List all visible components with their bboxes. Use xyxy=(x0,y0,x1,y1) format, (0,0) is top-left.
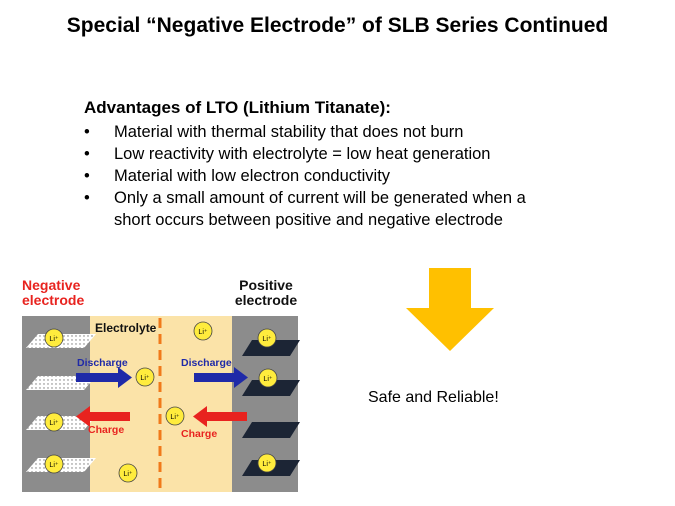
discharge-arrows: Discharge Discharge xyxy=(76,357,248,388)
slide-title: Special “Negative Electrode” of SLB Seri… xyxy=(66,14,609,37)
bullet-icon: • xyxy=(84,167,90,185)
advantage-item: •Only a small amount of current will be … xyxy=(84,189,526,229)
bullet-icon: • xyxy=(84,189,90,207)
li-ion-icon: Li⁺ xyxy=(257,453,277,473)
advantages-list: •Material with thermal stability that do… xyxy=(84,121,644,231)
electrolyte-label: Electrolyte xyxy=(95,321,157,335)
svg-text:Li⁺: Li⁺ xyxy=(263,376,272,383)
charge-label: Charge xyxy=(181,428,217,440)
charge-label: Charge xyxy=(88,424,124,436)
svg-text:Li⁺: Li⁺ xyxy=(198,329,207,336)
advantages-heading: Advantages of LTO (Lithium Titanate): xyxy=(84,98,391,117)
svg-text:Li⁺: Li⁺ xyxy=(49,420,58,427)
li-ion-icon: Li⁺ xyxy=(135,367,155,387)
li-ion-icon: Li⁺ xyxy=(193,321,213,341)
charge-arrows: Charge Charge xyxy=(76,406,247,440)
li-ion-icon: Li⁺ xyxy=(257,328,277,348)
svg-text:Li⁺: Li⁺ xyxy=(49,336,58,343)
advantage-item: •Low reactivity with electrolyte = low h… xyxy=(84,145,491,163)
bullet-icon: • xyxy=(84,123,90,141)
svg-text:Li⁺: Li⁺ xyxy=(262,336,271,343)
li-ion-icon: Li⁺ xyxy=(44,454,64,474)
svg-text:Li⁺: Li⁺ xyxy=(123,471,132,478)
advantages-section: Advantages of LTO (Lithium Titanate): •M… xyxy=(84,98,644,231)
down-arrow-icon xyxy=(406,268,494,351)
advantage-item: •Material with low electron conductivity xyxy=(84,167,391,185)
lithium-ions: Li⁺ Li⁺ Li⁺ Li⁺ Li⁺ Li⁺ Li⁺ Li⁺ Li⁺ Li⁺ xyxy=(44,321,278,483)
svg-text:Li⁺: Li⁺ xyxy=(170,414,179,421)
discharge-label: Discharge xyxy=(77,357,128,369)
li-ion-icon: Li⁺ xyxy=(258,368,278,388)
li-ion-icon: Li⁺ xyxy=(118,463,138,483)
li-ion-icon: Li⁺ xyxy=(44,328,64,348)
svg-text:Li⁺: Li⁺ xyxy=(262,461,271,468)
bullet-icon: • xyxy=(84,145,90,163)
discharge-label: Discharge xyxy=(181,357,232,369)
advantage-item: •Material with thermal stability that do… xyxy=(84,123,464,141)
svg-text:Li⁺: Li⁺ xyxy=(140,375,149,382)
positive-plates xyxy=(242,340,300,476)
result-text: Safe and Reliable! xyxy=(368,389,499,406)
li-ion-icon: Li⁺ xyxy=(165,406,185,426)
cell-illustration: Li⁺ Li⁺ Li⁺ Li⁺ Li⁺ Li⁺ Li⁺ Li⁺ Li⁺ Li⁺ … xyxy=(22,316,300,492)
svg-text:Li⁺: Li⁺ xyxy=(49,462,58,469)
li-ion-icon: Li⁺ xyxy=(44,412,64,432)
